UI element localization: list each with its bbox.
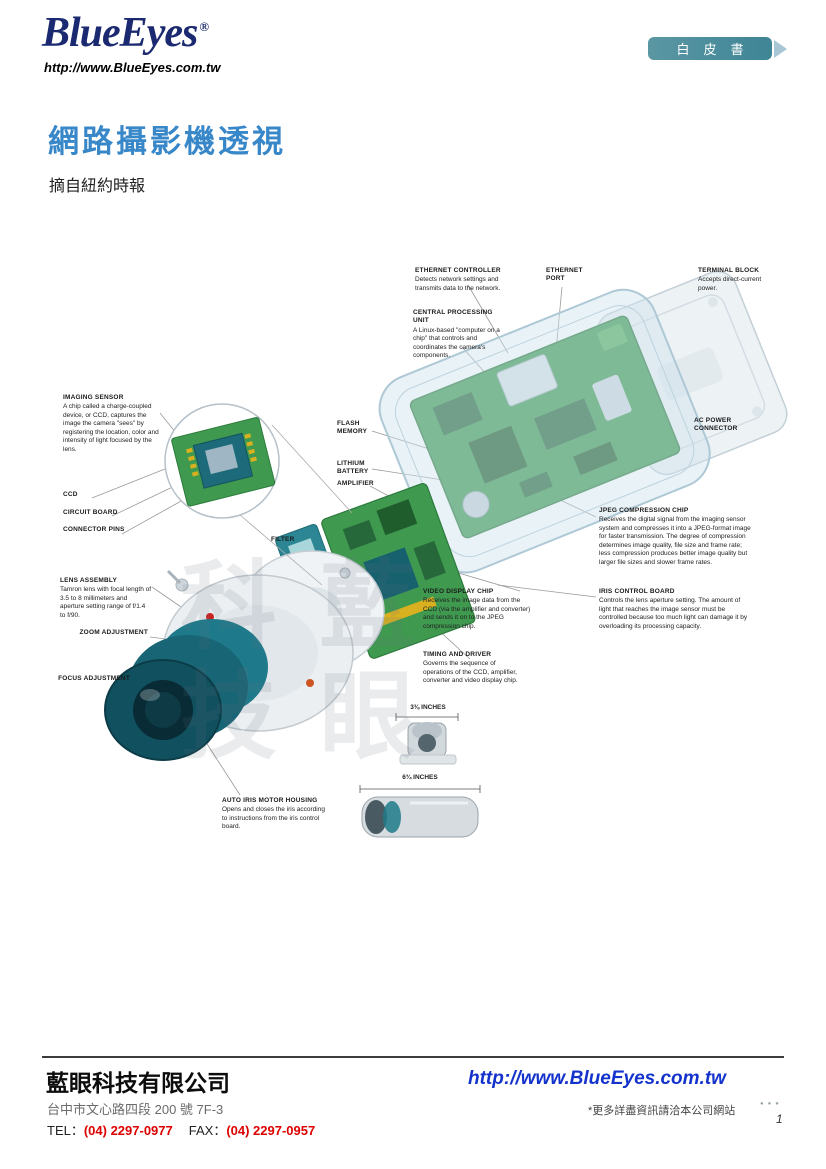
annotation-timing-and-driver: TIMING AND DRIVER Governs the sequence o…: [423, 651, 525, 686]
camera-exploded-illustration: [91, 270, 788, 838]
annotation-title: FLASH MEMORY: [337, 420, 368, 436]
blueeyes-logo: BlueEyes®: [42, 10, 209, 56]
annotation-iris-control-board: IRIS CONTROL BOARD Controls the lens ape…: [599, 588, 751, 631]
fax-label: FAX：: [188, 1123, 227, 1138]
annotation-lithium-battery: LITHIUM BATTERY: [337, 460, 387, 477]
annotation-auto-iris-motor-housing: AUTO IRIS MOTOR HOUSING Opens and closes…: [222, 797, 330, 832]
badge-arrow-icon: [774, 40, 787, 58]
main-circuit-board: [409, 315, 681, 539]
annotation-title: AMPLIFIER: [337, 480, 374, 487]
annotation-body: Accepts direct-current power.: [698, 276, 762, 292]
annotation-body: Receives the image data from the CCD (vi…: [423, 597, 531, 630]
annotation-title: TERMINAL BLOCK: [698, 267, 760, 274]
side-view-thumbnail: [359, 785, 481, 838]
footer-site-url[interactable]: http://www.BlueEyes.com.tw: [468, 1068, 726, 1089]
annotation-body: Governs the sequence of operations of th…: [423, 660, 518, 685]
annotation-title: CENTRAL PROCESSING UNIT: [413, 309, 493, 325]
camera-translucent-cover: [378, 288, 711, 574]
annotation-filter: FILTER: [271, 536, 311, 544]
dimension-width-label: 3⅜ INCHES: [410, 704, 446, 711]
annotation-circuit-board: CIRCUIT BOARD: [63, 509, 133, 517]
annotation-ethernet-port: ETHERNET PORT: [546, 267, 596, 284]
logo-text: BlueEyes: [42, 10, 198, 56]
annotation-ccd: CCD: [63, 491, 123, 499]
dimension-length-label: 6¾ INCHES: [402, 774, 438, 781]
footer-contact-line: TEL：(04) 2297-0977 FAX：(04) 2297-0957: [47, 1120, 315, 1139]
annotation-body: Controls the lens aperture setting. The …: [599, 597, 748, 630]
annotation-title: IMAGING SENSOR: [63, 394, 124, 401]
annotation-title: IRIS CONTROL BOARD: [599, 588, 675, 595]
annotation-title: ETHERNET PORT: [546, 267, 583, 283]
whitepaper-badge: 白皮書: [648, 37, 772, 60]
page-number: 1: [776, 1112, 783, 1126]
annotation-title: CIRCUIT BOARD: [63, 509, 118, 516]
annotation-body: Tamron lens with focal length of 3.5 to …: [60, 586, 152, 619]
annotation-body: Detects network settings and transmits d…: [415, 276, 501, 292]
annotation-video-display-chip: VIDEO DISPLAY CHIP Receives the image da…: [423, 588, 535, 631]
annotation-body: Opens and closes the iris according to i…: [222, 806, 325, 831]
annotation-terminal-block: TERMINAL BLOCK Accepts direct-current po…: [698, 267, 770, 293]
annotation-connector-pins: CONNECTOR PINS: [63, 526, 138, 534]
annotation-title: VIDEO DISPLAY CHIP: [423, 588, 494, 595]
tel-number: (04) 2297-0977: [83, 1123, 173, 1138]
annotation-title: AUTO IRIS MOTOR HOUSING: [222, 797, 318, 804]
annotation-title: ETHERNET CONTROLLER: [415, 267, 501, 274]
pager-dots: ●●●: [760, 1101, 783, 1107]
front-view-thumbnail: [395, 713, 459, 765]
annotation-lens-assembly: LENS ASSEMBLY Tamron lens with focal len…: [60, 577, 152, 620]
ccd-magnifier-inset: [164, 403, 353, 586]
annotation-title: JPEG COMPRESSION CHIP: [599, 507, 689, 514]
annotation-title: FOCUS ADJUSTMENT: [58, 675, 130, 682]
annotation-title: ZOOM ADJUSTMENT: [79, 629, 148, 636]
annotation-zoom-adjustment: ZOOM ADJUSTMENT: [70, 629, 148, 637]
header-site-url[interactable]: http://www.BlueEyes.com.tw: [44, 60, 221, 75]
annotation-amplifier: AMPLIFIER: [337, 480, 397, 488]
annotation-imaging-sensor: IMAGING SENSOR A chip called a charge-co…: [63, 394, 160, 454]
page-subtitle: 摘自紐約時報: [49, 178, 146, 195]
annotation-title: CONNECTOR PINS: [63, 526, 125, 533]
annotation-title: TIMING AND DRIVER: [423, 651, 492, 658]
annotation-title: LITHIUM BATTERY: [337, 460, 369, 476]
annotation-jpeg-compression-chip: JPEG COMPRESSION CHIP Receives the digit…: [599, 507, 751, 567]
annotation-title: LENS ASSEMBLY: [60, 577, 118, 584]
footer-address: 台中市文心路四段 200 號 7F-3: [47, 1102, 224, 1117]
annotation-body: Receives the digital signal from the ima…: [599, 516, 751, 566]
annotation-flash-memory: FLASH MEMORY: [337, 420, 387, 437]
page-title: 網路攝影機透視: [48, 124, 286, 159]
camera-exploded-diagram: 藍眼科技 ETHERNET CONTROLLER Detects network…: [0, 255, 826, 875]
annotation-ethernet-controller: ETHERNET CONTROLLER Detects network sett…: [415, 267, 511, 293]
annotation-central-processing-unit: CENTRAL PROCESSING UNIT A Linux-based "c…: [413, 309, 505, 361]
footer-company-name: 藍眼科技有限公司: [46, 1070, 230, 1096]
annotation-title: AC POWER CONNECTOR: [694, 417, 738, 433]
annotation-title: FILTER: [271, 536, 295, 543]
annotation-title: CCD: [63, 491, 78, 498]
footer-note: *更多詳盡資訊請洽本公司網站: [588, 1105, 736, 1117]
annotation-body: A chip called a charge-coupled device, o…: [63, 403, 159, 453]
fax-number: (04) 2297-0957: [226, 1123, 316, 1138]
annotation-ac-power-connector: AC POWER CONNECTOR: [694, 417, 766, 434]
footer-divider: [42, 1056, 784, 1058]
annotation-focus-adjustment: FOCUS ADJUSTMENT: [56, 675, 130, 683]
annotation-body: A Linux-based "computer on a chip" that …: [413, 326, 500, 360]
tel-label: TEL：: [47, 1123, 84, 1138]
registered-trademark-symbol: ®: [199, 19, 209, 34]
lens-assembly-part: [104, 550, 385, 761]
